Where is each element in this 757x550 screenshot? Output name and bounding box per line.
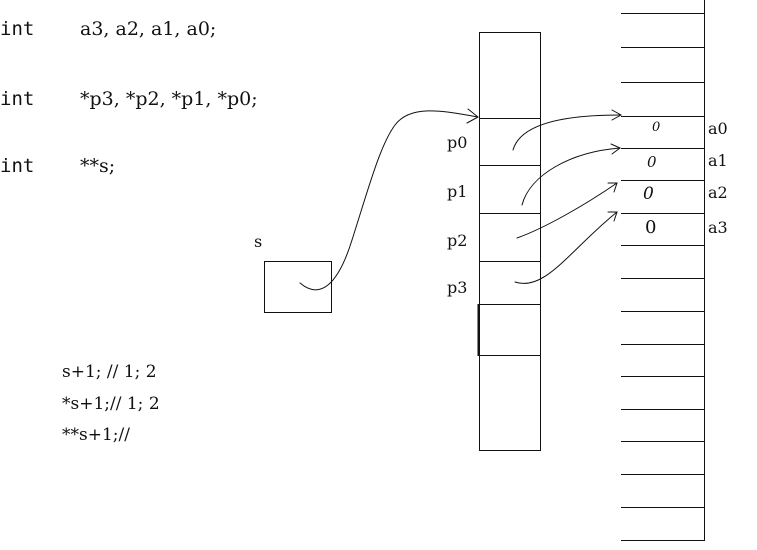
value-label-a1: a1	[708, 151, 728, 170]
pointer-label-p3: p3	[447, 278, 468, 297]
arrow-p0-to-a0	[512, 114, 621, 151]
handwritten-value-a2: 0	[643, 184, 654, 204]
s-box	[264, 261, 332, 313]
handwritten-value-a3: 0	[645, 217, 657, 238]
decl-1-names: a3, a2, a1, a0;	[80, 18, 217, 40]
pointer-label-p1: p1	[447, 182, 468, 201]
arrowhead-p2-to-a2	[607, 182, 618, 193]
pointer-array-column	[479, 32, 541, 451]
value-label-a0: a0	[708, 119, 728, 138]
arrow-p2-to-a2	[516, 182, 618, 239]
arrow-s-to-p0	[299, 110, 479, 291]
value-label-a3: a3	[708, 218, 728, 237]
handwritten-value-a1: 0	[647, 153, 657, 171]
arrow-p3-to-a3	[514, 211, 618, 284]
note-line-1: s+1; // 1; 2	[62, 362, 157, 382]
s-label: s	[254, 232, 263, 251]
note-line-2: *s+1;// 1; 2	[62, 394, 160, 414]
arrowhead-p0-to-a0	[611, 109, 623, 121]
decl-3-names: **s;	[80, 155, 116, 177]
arrowhead-p1-to-a1	[610, 143, 621, 155]
decl-2-names: *p3, *p2, *p1, *p0;	[80, 88, 258, 110]
decl-3-keyword: int	[0, 155, 35, 177]
handwritten-value-a0: 0	[652, 120, 661, 135]
decl-2-keyword: int	[0, 88, 35, 110]
pointer-label-p0: p0	[447, 133, 468, 152]
pointer-label-p2: p2	[447, 231, 468, 250]
arrowhead-p3-to-a3	[607, 211, 618, 222]
arrow-p1-to-a1	[521, 147, 621, 206]
note-line-3: **s+1;//	[62, 425, 130, 445]
value-label-a2: a2	[708, 183, 728, 202]
arrowhead-s-to-p0	[466, 108, 479, 124]
decl-1-keyword: int	[0, 18, 35, 40]
